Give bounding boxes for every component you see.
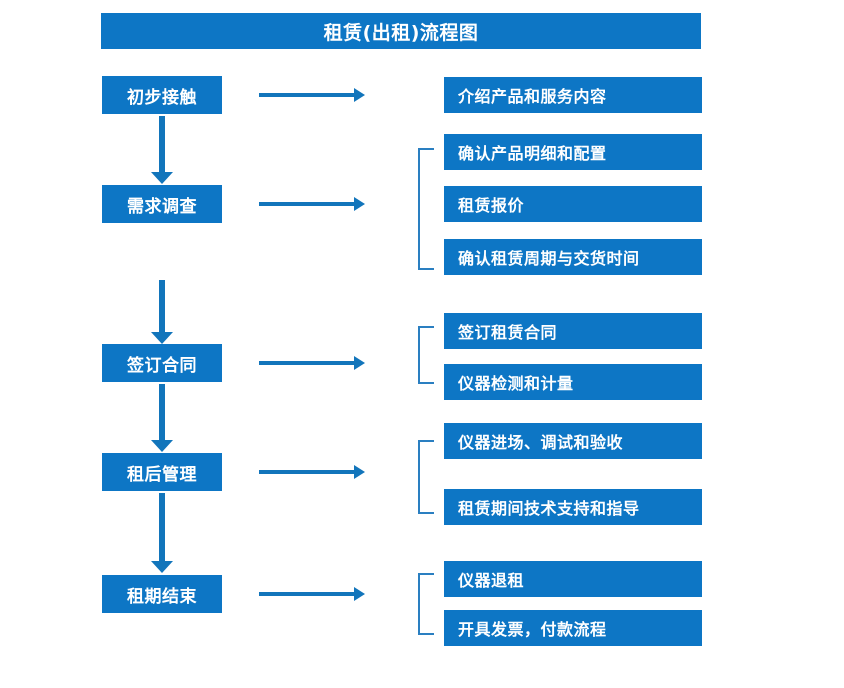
horizontal-arrow-stage2 [259,197,365,211]
stage-box-2[interactable]: 需求调查 [102,185,222,223]
detail-box-7[interactable]: 仪器进场、调试和验收 [444,423,702,459]
vertical-arrow-stage2-to-stage3 [151,280,173,344]
stage-box-1[interactable]: 初步接触 [102,76,222,114]
group-bracket-stage4 [418,440,434,514]
detail-box-3[interactable]: 租赁报价 [444,186,702,222]
detail-box-10[interactable]: 开具发票，付款流程 [444,610,702,646]
detail-box-9[interactable]: 仪器退租 [444,561,702,597]
horizontal-arrow-stage1 [259,88,365,102]
group-bracket-stage5 [418,573,434,635]
page-title: 租赁(出租)流程图 [101,13,701,49]
detail-box-5[interactable]: 签订租赁合同 [444,313,702,349]
stage-box-5[interactable]: 租期结束 [102,575,222,613]
vertical-arrow-stage1-to-stage2 [151,116,173,184]
group-bracket-stage2 [418,148,434,270]
detail-box-6[interactable]: 仪器检测和计量 [444,364,702,400]
horizontal-arrow-stage3 [259,356,365,370]
vertical-arrow-stage4-to-stage5 [151,493,173,573]
horizontal-arrow-stage4 [259,465,365,479]
stage-box-3[interactable]: 签订合同 [102,344,222,382]
detail-box-4[interactable]: 确认租赁周期与交货时间 [444,239,702,275]
vertical-arrow-stage3-to-stage4 [151,384,173,452]
horizontal-arrow-stage5 [259,587,365,601]
detail-box-2[interactable]: 确认产品明细和配置 [444,134,702,170]
group-bracket-stage3 [418,326,434,384]
detail-box-8[interactable]: 租赁期间技术支持和指导 [444,489,702,525]
stage-box-4[interactable]: 租后管理 [102,453,222,491]
detail-box-1[interactable]: 介绍产品和服务内容 [444,77,702,113]
